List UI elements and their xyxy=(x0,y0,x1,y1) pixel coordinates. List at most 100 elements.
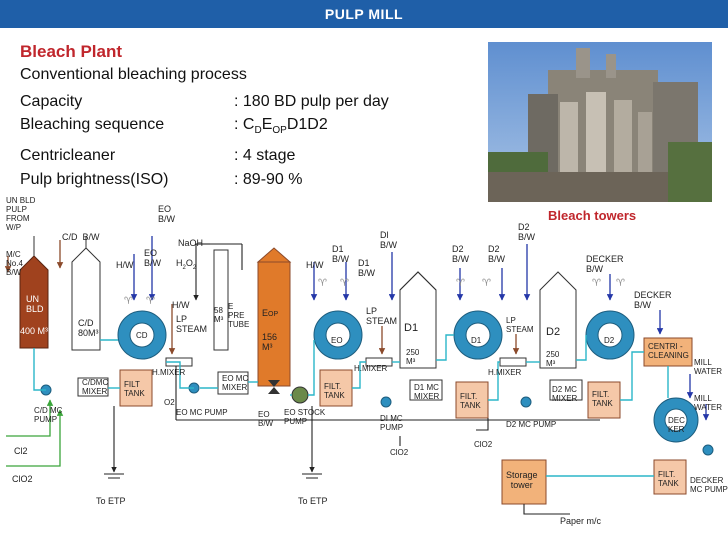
spec-sequence-key: Bleaching sequence xyxy=(20,116,165,133)
d1-drum xyxy=(453,310,503,360)
header-bar: PULP MILL xyxy=(0,0,728,28)
spec-centricleaner-key: Centricleaner xyxy=(20,147,116,164)
sequence-d: D xyxy=(254,125,262,137)
label-d2-tower: D2 xyxy=(546,326,561,338)
eop-tower-top xyxy=(256,247,292,263)
label-d2-mc-mixer: D2 MC MIXER xyxy=(552,385,578,403)
plant-subtitle: Conventional bleaching process xyxy=(20,66,247,83)
sequence-p: P xyxy=(280,125,287,137)
label-eo-mc-mixer: EO MC MIXER xyxy=(222,374,249,392)
label-eo-bw-3: EO B/W xyxy=(258,410,274,428)
label-d2-bw-3: D2 B/W xyxy=(518,222,535,242)
h2o2-h: H xyxy=(176,258,183,268)
label-filt-tank-5: FILT. TANK xyxy=(658,470,679,488)
label-filt-tank-3: FILT. TANK xyxy=(460,392,481,410)
unbleached-tank xyxy=(19,236,49,349)
label-d1-volume: 250 M³ xyxy=(406,348,420,366)
eop-valve xyxy=(268,380,280,394)
label-clo2-in: ClO2 xyxy=(12,474,33,484)
dl-mc-pump xyxy=(380,396,392,408)
label-un-bld-volume: 400 M³ xyxy=(20,326,49,336)
label-clo2-1: ClO2 xyxy=(390,448,409,457)
label-mc4: M/C No.4 B/W xyxy=(6,250,23,277)
label-decker-bw-2: DECKER B/W xyxy=(634,290,672,310)
label-cdmc-mixer: C/DMC MIXER xyxy=(82,378,109,396)
filt-tank-1 xyxy=(119,369,153,407)
label-mill-water-1: MILL WATER xyxy=(694,358,722,376)
label-filt-tank-2: FILT. TANK xyxy=(324,382,345,400)
sequence-c: : C xyxy=(234,116,255,133)
agitator-icon: ♈ xyxy=(592,278,601,289)
cd-drum xyxy=(117,310,167,360)
spec-sequence-value: : CDEOPD1D2 xyxy=(234,116,328,136)
photo-caption: Bleach towers xyxy=(548,208,637,223)
agitator-icons: ♈ ♈ ♈ ♈ ♈ ♈ ♈ ♈ xyxy=(124,278,625,307)
eo-mc-mixer xyxy=(217,371,249,395)
sequence-e: E xyxy=(261,116,273,133)
label-eo-bw-1: EO B/W xyxy=(158,204,175,224)
d1-mc-mixer xyxy=(409,379,443,401)
label-eo-bw-2: EO B/W xyxy=(144,248,161,268)
label-to-etp-2: To ETP xyxy=(298,496,328,506)
spec-centricleaner-value: : 4 stage xyxy=(234,147,296,164)
agitator-icon: ♈ xyxy=(456,278,465,289)
label-hw-1: H/W xyxy=(116,260,134,270)
label-d1-tower: D1 xyxy=(404,322,419,334)
filt-tank-5 xyxy=(653,459,687,495)
label-eop-volume: 156 M³ xyxy=(262,332,278,352)
label-eo-mc-pump: EO MC PUMP xyxy=(176,408,228,417)
label-eo-drum: EO xyxy=(331,336,343,345)
spec-brightness-key: Pulp brightness(ISO) xyxy=(20,171,169,188)
spec-capacity-value: : 180 BD pulp per day xyxy=(234,93,389,110)
label-cd-bw: C/D B/W xyxy=(62,232,100,242)
label-hw-3: H/W xyxy=(306,260,324,270)
label-cl2: Cl2 xyxy=(14,446,28,456)
label-eop-tower: EOP xyxy=(262,308,279,318)
label-h-mixer-1: H.MIXER xyxy=(152,368,186,377)
label-decker-mc-pump: DECKER MC PUMP xyxy=(690,476,728,494)
label-o2: O2 xyxy=(164,398,175,407)
h-mixer-3 xyxy=(499,357,527,367)
steam-lines xyxy=(4,240,520,355)
label-eo-pre-tube: E PRE TUBE xyxy=(228,302,250,329)
spec-brightness-value: : 89-90 % xyxy=(234,171,303,188)
d2-tower xyxy=(539,271,577,369)
label-h2o2: H2O2 xyxy=(176,258,197,271)
label-naoh: NaOH xyxy=(178,238,204,248)
agitator-icon: ♈ xyxy=(318,278,327,289)
plant-title: Bleach Plant xyxy=(20,42,123,61)
label-decker: DEC KER xyxy=(668,416,685,434)
label-unbld-pulp: UN BLD PULP FROM W/P xyxy=(6,196,36,232)
spec-capacity-key: Capacity xyxy=(20,93,83,110)
label-cd-tower: C/D 80M³ xyxy=(78,318,99,338)
sequence-rest: D1D2 xyxy=(286,116,328,133)
decker-mc-pump xyxy=(702,444,714,456)
label-lp-steam-3: LP STEAM xyxy=(506,316,534,334)
label-h-mixer-2: H.MIXER xyxy=(354,364,388,373)
d2-mc-mixer xyxy=(549,379,583,401)
label-clo2-2: ClO2 xyxy=(474,440,493,449)
label-dl-mc-pump: DI MC PUMP xyxy=(380,414,404,432)
label-eo-pre-volume: 58 M³ xyxy=(214,306,224,324)
d2-drum xyxy=(585,310,635,360)
water-lines xyxy=(130,236,710,421)
label-d1-mc-mixer: D1 MC MIXER xyxy=(414,383,440,401)
label-mill-water-2: MILL WATER xyxy=(694,394,722,412)
label-d2-volume: 250 M³ xyxy=(546,350,560,368)
label-dl-bw: Dl B/W xyxy=(380,230,397,250)
d1-tower xyxy=(399,271,437,369)
label-centri-cleaning: CENTRI - CLEANING xyxy=(648,342,689,360)
pulp-flow-lines xyxy=(33,334,669,477)
eo-drum xyxy=(313,310,363,360)
chlorine-lines xyxy=(6,399,64,467)
chemical-lines xyxy=(111,243,600,515)
cd-tower xyxy=(71,236,101,351)
eo-stock-pump xyxy=(291,386,309,404)
label-to-etp-1: To ETP xyxy=(96,496,126,506)
label-cd-drum: CD xyxy=(136,331,148,340)
label-cd-mc-pump: C/D MC PUMP xyxy=(34,406,63,424)
label-d2-drum: D2 xyxy=(604,336,615,345)
label-h-mixer-3: H.MIXER xyxy=(488,368,522,377)
label-hw-2: H/W xyxy=(172,300,190,310)
